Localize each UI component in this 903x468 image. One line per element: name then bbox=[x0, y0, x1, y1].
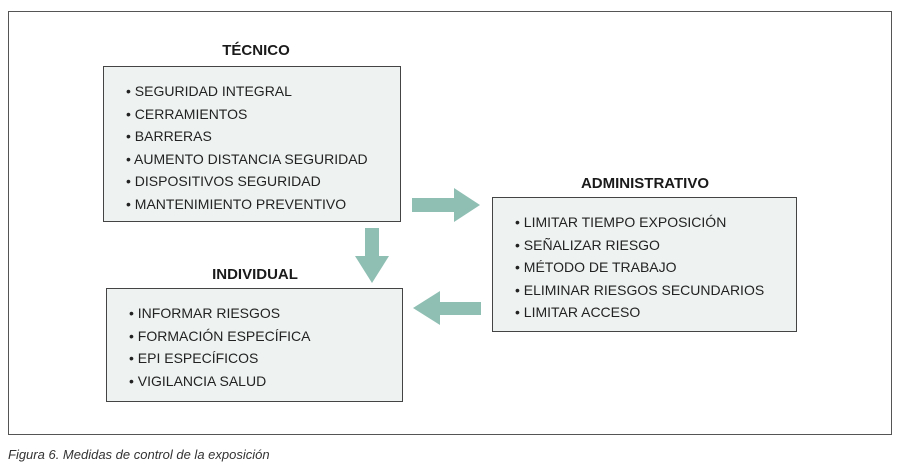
list-item: MÉTODO DE TRABAJO bbox=[515, 256, 796, 279]
individual-box: INFORMAR RIESGOS FORMACIÓN ESPECÍFICA EP… bbox=[106, 288, 403, 402]
tecnico-box: SEGURIDAD INTEGRAL CERRAMIENTOS BARRERAS… bbox=[103, 66, 401, 222]
individual-title: INDIVIDUAL bbox=[212, 266, 298, 283]
tecnico-title: TÉCNICO bbox=[222, 42, 290, 59]
list-item: SEGURIDAD INTEGRAL bbox=[126, 80, 400, 103]
list-item: LIMITAR ACCESO bbox=[515, 301, 796, 324]
list-item: EPI ESPECÍFICOS bbox=[129, 347, 402, 370]
list-item: CERRAMIENTOS bbox=[126, 103, 400, 126]
figure-frame bbox=[8, 11, 892, 435]
list-item: FORMACIÓN ESPECÍFICA bbox=[129, 325, 402, 348]
list-item: INFORMAR RIESGOS bbox=[129, 302, 402, 325]
figure-caption: Figura 6. Medidas de control de la expos… bbox=[8, 447, 270, 462]
arrow-right-icon bbox=[412, 188, 480, 222]
list-item: AUMENTO DISTANCIA SEGURIDAD bbox=[126, 148, 400, 171]
list-item: SEÑALIZAR RIESGO bbox=[515, 234, 796, 257]
administrativo-title: ADMINISTRATIVO bbox=[580, 175, 710, 192]
arrow-left-icon bbox=[413, 291, 481, 325]
list-item: DISPOSITIVOS SEGURIDAD bbox=[126, 170, 400, 193]
list-item: MANTENIMIENTO PREVENTIVO bbox=[126, 193, 400, 216]
arrow-down-icon bbox=[355, 228, 389, 283]
list-item: VIGILANCIA SALUD bbox=[129, 370, 402, 393]
administrativo-box: LIMITAR TIEMPO EXPOSICIÓN SEÑALIZAR RIES… bbox=[492, 197, 797, 332]
list-item: LIMITAR TIEMPO EXPOSICIÓN bbox=[515, 211, 796, 234]
list-item: BARRERAS bbox=[126, 125, 400, 148]
list-item: ELIMINAR RIESGOS SECUNDARIOS bbox=[515, 279, 796, 302]
